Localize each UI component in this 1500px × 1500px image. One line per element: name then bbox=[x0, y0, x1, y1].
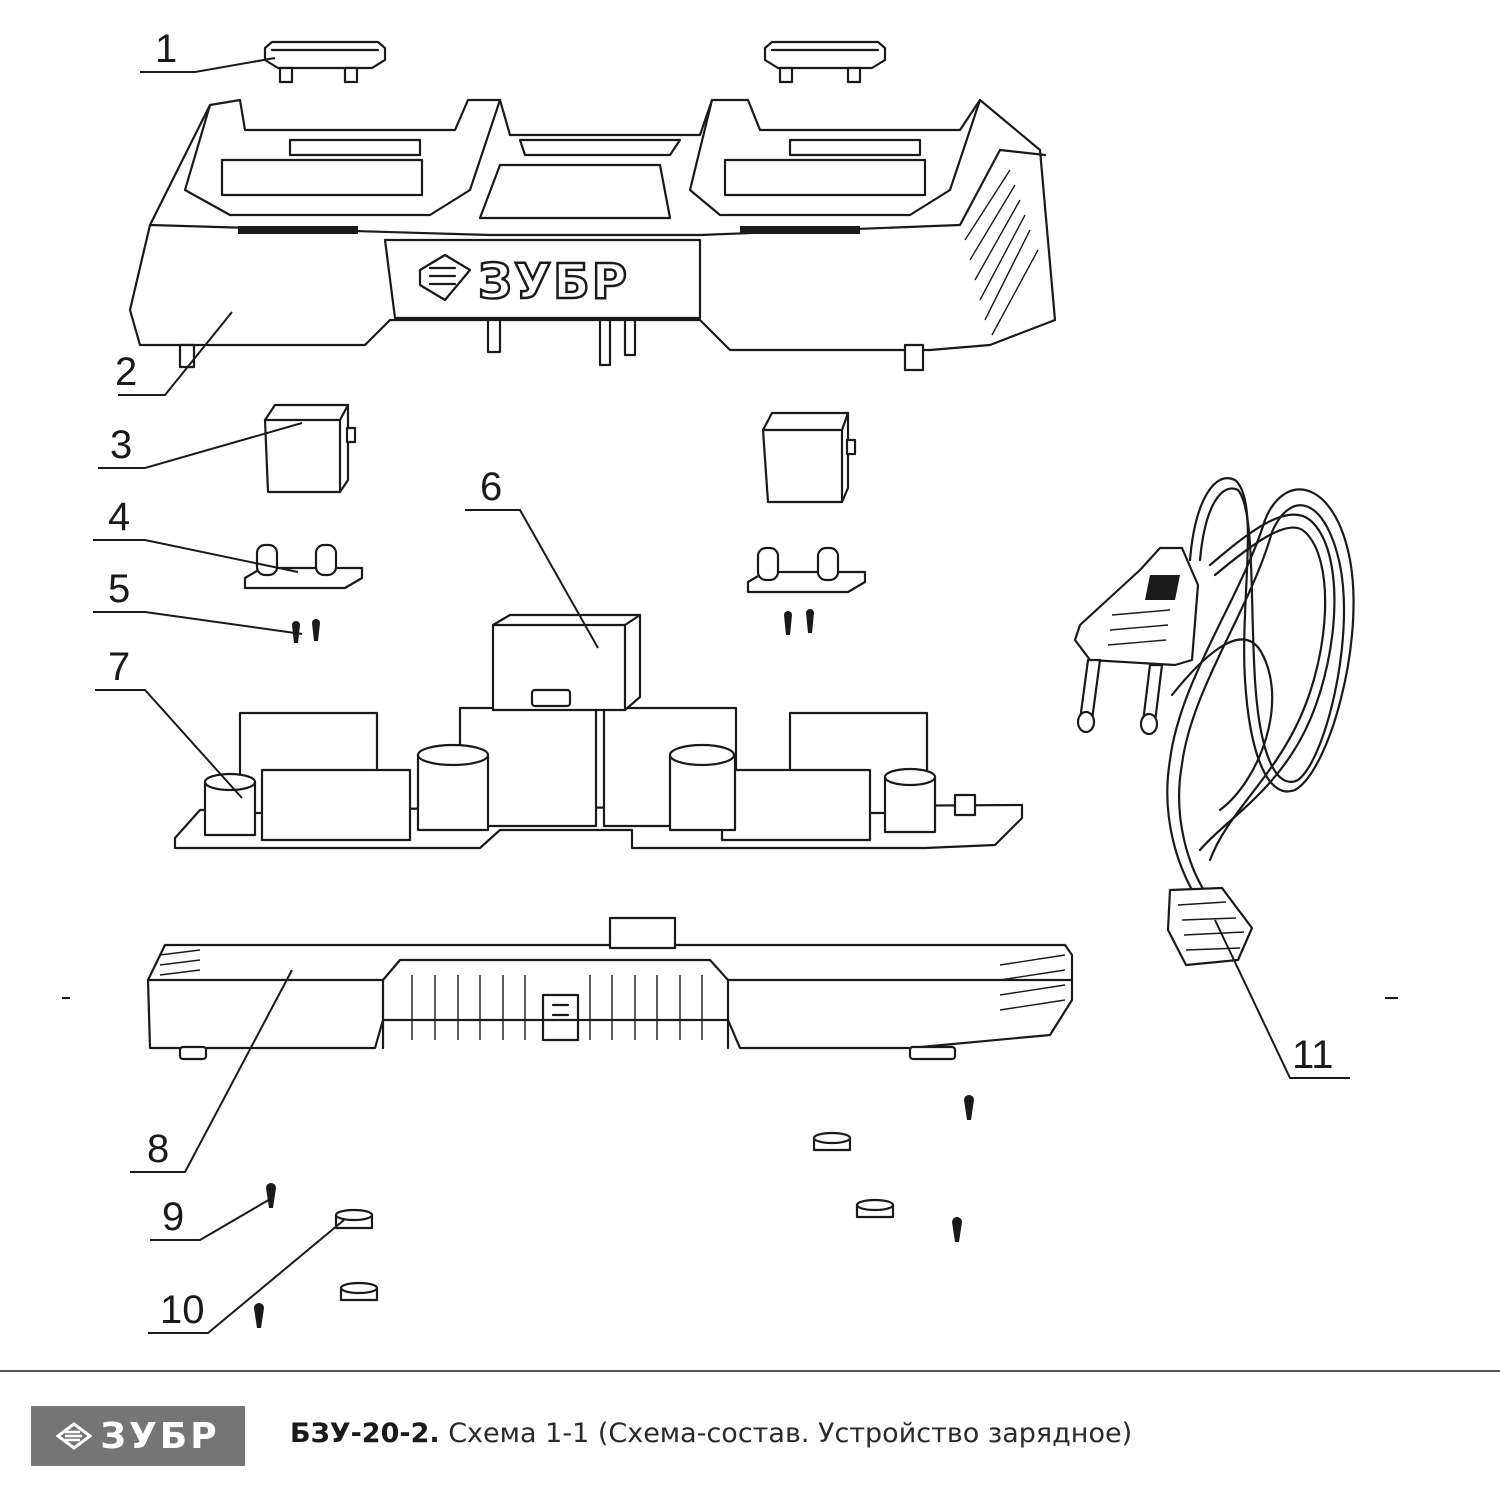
callout-8: 8 bbox=[147, 1127, 169, 1171]
callout-1: 1 bbox=[155, 27, 177, 71]
callout-numbers: 1 2 3 4 5 6 7 8 9 10 11 bbox=[108, 27, 1334, 1332]
housing-logo: ЗУБР bbox=[418, 253, 629, 311]
brand-mark-icon bbox=[56, 1422, 93, 1450]
vent-slots bbox=[411, 975, 703, 1042]
caption-description: Схема 1-1 (Схема-состав. Устройство заря… bbox=[448, 1418, 1133, 1449]
part-3-light-guide-left bbox=[263, 403, 357, 494]
callout-11: 11 bbox=[1292, 1033, 1334, 1077]
callout-5: 5 bbox=[108, 567, 130, 611]
part-2-top-housing: ЗУБР bbox=[128, 98, 1057, 372]
callout-9: 9 bbox=[162, 1195, 184, 1239]
part-4-led-board-left bbox=[243, 543, 364, 590]
model-name: БЗУ-20-2. bbox=[290, 1418, 440, 1449]
figure-caption: БЗУ-20-2. Схема 1-1 (Схема-состав. Устро… bbox=[290, 1418, 1132, 1449]
part-10-rubber-feet bbox=[334, 1131, 895, 1302]
part-3-light-guide-right bbox=[761, 411, 857, 504]
capacitors bbox=[203, 743, 937, 837]
callout-6: 6 bbox=[480, 465, 502, 509]
part-7-pcb bbox=[173, 706, 1024, 850]
callout-7: 7 bbox=[108, 645, 130, 689]
callout-2: 2 bbox=[115, 350, 137, 394]
part-11-power-cord bbox=[1073, 477, 1355, 967]
housing-logo-text: ЗУБР bbox=[478, 254, 629, 310]
callout-4: 4 bbox=[108, 495, 130, 539]
brand-logo-text: ЗУБР bbox=[100, 1415, 220, 1457]
footer-divider bbox=[0, 1370, 1500, 1372]
part-1-latch-left bbox=[263, 40, 387, 84]
part-6-transformer bbox=[491, 613, 642, 712]
heat-sink-fins bbox=[964, 169, 1039, 336]
part-4-led-board-right bbox=[746, 546, 867, 594]
brand-logo: ЗУБР bbox=[31, 1406, 245, 1466]
part-9-screws bbox=[254, 1095, 974, 1328]
part-1-latch-right bbox=[763, 40, 887, 84]
callout-leaders bbox=[93, 57, 1350, 1334]
callout-3: 3 bbox=[110, 423, 132, 467]
footer: ЗУБР БЗУ-20-2. Схема 1-1 (Схема-состав. … bbox=[0, 1372, 1500, 1500]
callout-10: 10 bbox=[160, 1288, 205, 1332]
part-8-bottom-housing bbox=[146, 916, 1074, 1061]
part-5-screws bbox=[292, 609, 814, 643]
